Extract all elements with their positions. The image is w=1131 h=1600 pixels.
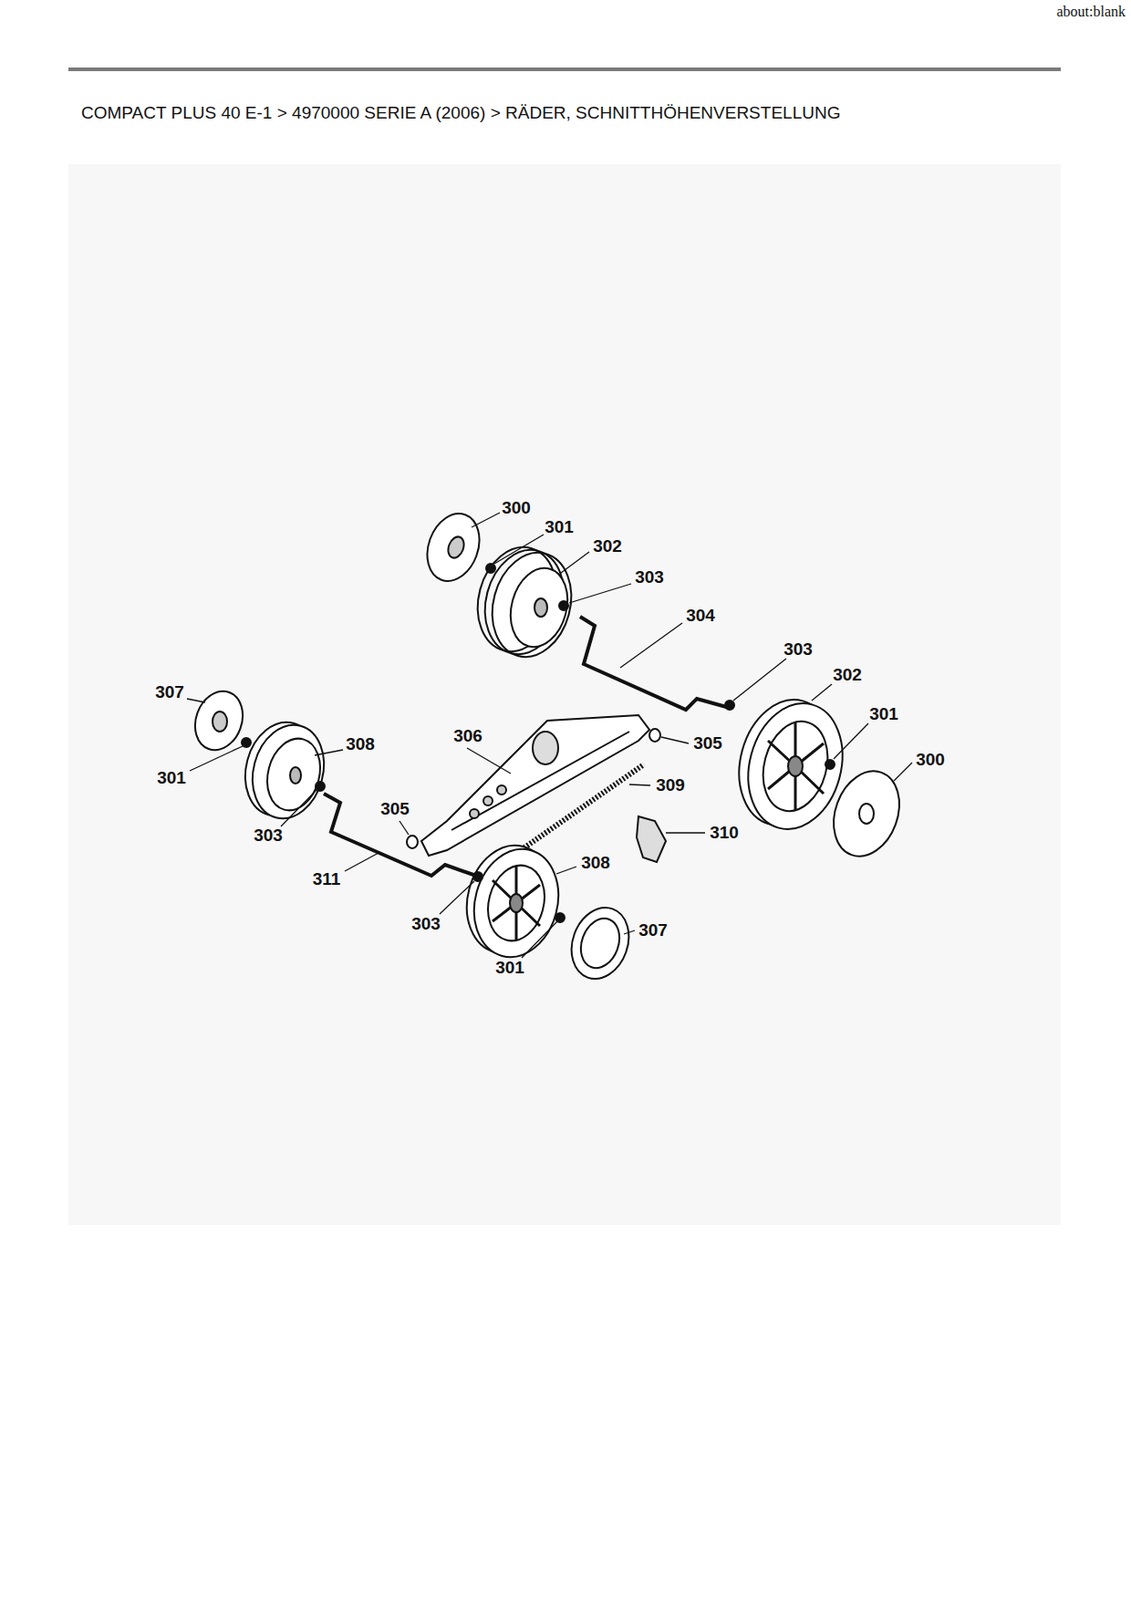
callout-number: 310 (707, 822, 741, 843)
callout-number: 300 (913, 749, 947, 770)
callout-number: 307 (153, 682, 187, 703)
callout-number: 311 (311, 869, 343, 890)
callout-number: 303 (632, 567, 666, 588)
callout-number: 300 (499, 498, 533, 519)
callout-number: 309 (653, 775, 687, 796)
callout-number: 301 (155, 767, 188, 789)
breadcrumb-title: COMPACT PLUS 40 E-1 > 4970000 SERIE A (2… (81, 103, 841, 124)
callout-number: 308 (343, 734, 377, 755)
callout-number: 303 (251, 825, 285, 846)
callout-number: 307 (636, 920, 670, 941)
callout-number: 302 (830, 664, 864, 685)
callout-number: 305 (378, 798, 412, 820)
callout-number: 302 (591, 536, 624, 557)
callout-number: 301 (867, 704, 901, 725)
callout-number: 303 (781, 639, 815, 660)
callout-number: 308 (579, 852, 613, 873)
callout-number: 303 (409, 913, 443, 934)
browser-url: about:blank (1056, 3, 1126, 21)
callout-number: 301 (493, 957, 527, 978)
callout-number: 305 (691, 733, 725, 754)
callout-number: 306 (451, 726, 485, 747)
callout-number: 304 (684, 605, 717, 626)
callout-number: 301 (542, 517, 576, 538)
